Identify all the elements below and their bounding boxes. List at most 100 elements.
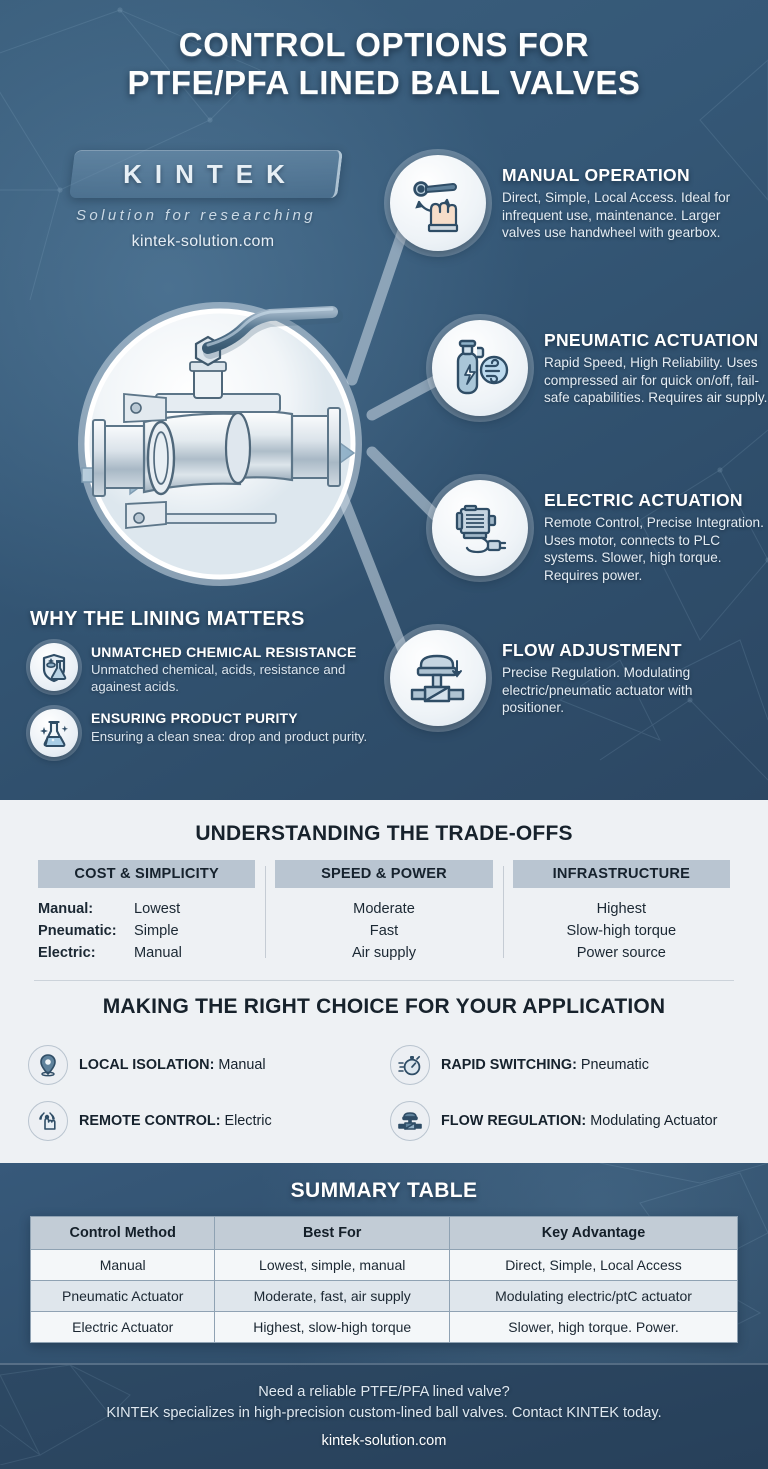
tradeoff-column-infrastructure: INFRASTRUCTURE Highest Slow-high torque … xyxy=(502,860,740,964)
table-cell: Manual xyxy=(29,1249,216,1281)
table-cell: Slower, high torque. Power. xyxy=(449,1311,738,1343)
choice-label: REMOTE CONTROL: xyxy=(79,1113,221,1129)
logo-tagline: Solution for researching xyxy=(76,207,317,224)
section-divider xyxy=(34,980,734,981)
table-cell: Moderate, fast, air supply xyxy=(214,1280,450,1312)
tradeoff-row: Air supply xyxy=(275,942,492,964)
lining-item: UNMATCHED CHEMICAL RESISTANCE Unmatched … xyxy=(30,643,376,695)
hand-lever-icon xyxy=(390,155,486,251)
footer-line-1: Need a reliable PTFE/PFA lined valve? xyxy=(258,1384,510,1400)
tradeoff-label: Electric: xyxy=(38,945,96,961)
electric-motor-icon xyxy=(432,480,528,576)
callout-flow-adjustment: FLOW ADJUSTMENT Precise Regulation. Modu… xyxy=(390,630,734,726)
tradeoff-row: Slow-high torque xyxy=(513,920,730,942)
tradeoff-value: Power source xyxy=(576,945,666,961)
tradeoff-label: Pneumatic: xyxy=(38,923,117,939)
table-cell: Electric Actuator xyxy=(29,1311,216,1343)
title-line-1: CONTROL OPTIONS FOR xyxy=(178,26,590,63)
callout-manual-operation: MANUAL OPERATION Direct, Simple, Local A… xyxy=(390,155,734,251)
choice-value: Manual xyxy=(218,1057,266,1073)
logo-url: kintek-solution.com xyxy=(131,233,275,250)
tradeoff-row: Pneumatic: Simple xyxy=(38,920,255,942)
tradeoff-column-header: INFRASTRUCTURE xyxy=(512,860,730,888)
choice-value: Pneumatic xyxy=(580,1057,649,1073)
summary-section: SUMMARY TABLE Control Method Best For Ke… xyxy=(0,1163,768,1363)
tradeoff-row: Fast xyxy=(275,920,492,942)
choice-label: RAPID SWITCHING: xyxy=(441,1057,577,1073)
hero-section: CONTROL OPTIONS FOR PTFE/PFA LINED BALL … xyxy=(0,0,768,800)
tradeoff-value: Moderate xyxy=(353,901,415,917)
choice-label: LOCAL ISOLATION: xyxy=(79,1057,215,1073)
callout-title: MANUAL OPERATION xyxy=(502,165,690,185)
table-row: Pneumatic Actuator Moderate, fast, air s… xyxy=(29,1280,738,1312)
choice-label: FLOW REGULATION: xyxy=(441,1113,587,1129)
callout-electric-actuation: ELECTRIC ACTUATION Remote Control, Preci… xyxy=(432,480,768,584)
table-header-row: Control Method Best For Key Advantage xyxy=(29,1216,738,1250)
tradeoff-value: Highest xyxy=(596,901,647,917)
tradeoff-value: Fast xyxy=(369,923,399,939)
choices-heading: MAKING THE RIGHT CHOICE FOR YOUR APPLICA… xyxy=(102,995,666,1018)
tradeoff-value: Slow-high torque xyxy=(566,923,677,939)
lining-item-body: Unmatched chemical, acids, resistance an… xyxy=(91,662,346,694)
lining-benefits-block: WHY THE LINING MATTERS UNMATCHED CHEMI xyxy=(30,608,376,771)
tradeoff-value: Manual xyxy=(134,945,182,961)
tradeoff-column-speed: SPEED & POWER Moderate Fast Air supply xyxy=(265,860,502,964)
callout-title: ELECTRIC ACTUATION xyxy=(544,490,743,510)
callout-body: Direct, Simple, Local Access. Ideal for … xyxy=(502,190,731,241)
tradeoff-row: Manual: Lowest xyxy=(38,898,255,920)
tradeoff-row: Moderate xyxy=(275,898,492,920)
page-title: CONTROL OPTIONS FOR PTFE/PFA LINED BALL … xyxy=(0,0,768,103)
lining-item: ENSURING PRODUCT PURITY Ensuring a clean… xyxy=(30,709,376,758)
footer-url: kintek-solution.com xyxy=(321,1433,447,1450)
table-column-header: Control Method xyxy=(29,1216,216,1250)
summary-heading: SUMMARY TABLE xyxy=(290,1179,478,1202)
table-cell: Direct, Simple, Local Access xyxy=(449,1249,738,1281)
control-valve-icon xyxy=(390,630,486,726)
table-column-header: Key Advantage xyxy=(449,1216,738,1250)
title-line-2: PTFE/PFA LINED BALL VALVES xyxy=(127,64,641,102)
tradeoff-column-cost: COST & SIMPLICITY Manual: Lowest Pneumat… xyxy=(28,860,265,964)
tradeoffs-section: UNDERSTANDING THE TRADE-OFFS COST & SIMP… xyxy=(0,800,768,1163)
callout-body: Rapid Speed, High Reliability. Uses comp… xyxy=(544,355,768,406)
choice-item-flow-regulation: FLOW REGULATION: Modulating Actuator xyxy=(384,1093,746,1149)
location-pin-icon xyxy=(28,1045,68,1085)
table-row: Manual Lowest, simple, manual Direct, Si… xyxy=(29,1249,738,1281)
logo-plate: KINTEK xyxy=(69,150,343,198)
tradeoffs-heading: UNDERSTANDING THE TRADE-OFFS xyxy=(195,822,573,845)
lining-item-title: UNMATCHED CHEMICAL RESISTANCE xyxy=(91,644,357,660)
actuated-valve-icon xyxy=(390,1101,430,1141)
shield-flask-icon xyxy=(30,643,78,691)
stopwatch-icon xyxy=(390,1045,430,1085)
footer-line-2: KINTEK specializes in high-precision cus… xyxy=(106,1405,662,1422)
tradeoff-row: Power source xyxy=(513,942,730,964)
brand-logo: KINTEK Solution for researching kintek-s… xyxy=(69,150,372,251)
table-cell: Pneumatic Actuator xyxy=(29,1280,216,1312)
lining-item-body: Ensuring a clean snea: drop and product … xyxy=(91,728,368,744)
table-row: Electric Actuator Highest, slow-high tor… xyxy=(29,1311,738,1343)
tradeoffs-grid: COST & SIMPLICITY Manual: Lowest Pneumat… xyxy=(0,860,768,964)
callout-pneumatic-actuation: PNEUMATIC ACTUATION Rapid Speed, High Re… xyxy=(432,320,768,416)
lining-item-title: ENSURING PRODUCT PURITY xyxy=(91,710,298,727)
tradeoff-column-header: COST & SIMPLICITY xyxy=(38,860,256,888)
tradeoff-value: Lowest xyxy=(134,901,181,917)
callout-title: PNEUMATIC ACTUATION xyxy=(544,330,759,350)
callout-body: Remote Control, Precise Integration. Use… xyxy=(544,515,764,583)
logo-wordmark: KINTEK xyxy=(123,159,298,189)
table-column-header: Best For xyxy=(214,1216,450,1250)
choice-value: Modulating Actuator xyxy=(590,1113,718,1129)
table-cell: Modulating electric/ptC actuator xyxy=(449,1280,738,1312)
touch-hand-icon xyxy=(28,1101,68,1141)
callout-body: Precise Regulation. Modulating electric/… xyxy=(502,665,693,716)
tradeoff-label: Manual: xyxy=(38,901,94,917)
tradeoff-row: Highest xyxy=(513,898,730,920)
ball-valve-illustration xyxy=(60,298,380,590)
choice-item-remote-control: REMOTE CONTROL: Electric xyxy=(22,1093,384,1149)
table-cell: Highest, slow-high torque xyxy=(214,1311,450,1343)
callout-title: FLOW ADJUSTMENT xyxy=(502,640,682,660)
summary-table: Control Method Best For Key Advantage Ma… xyxy=(29,1216,738,1343)
tradeoff-value: Simple xyxy=(134,923,179,939)
tradeoff-row: Electric: Manual xyxy=(38,942,255,964)
tradeoff-value: Air supply xyxy=(351,945,417,961)
air-cylinder-icon xyxy=(432,320,528,416)
